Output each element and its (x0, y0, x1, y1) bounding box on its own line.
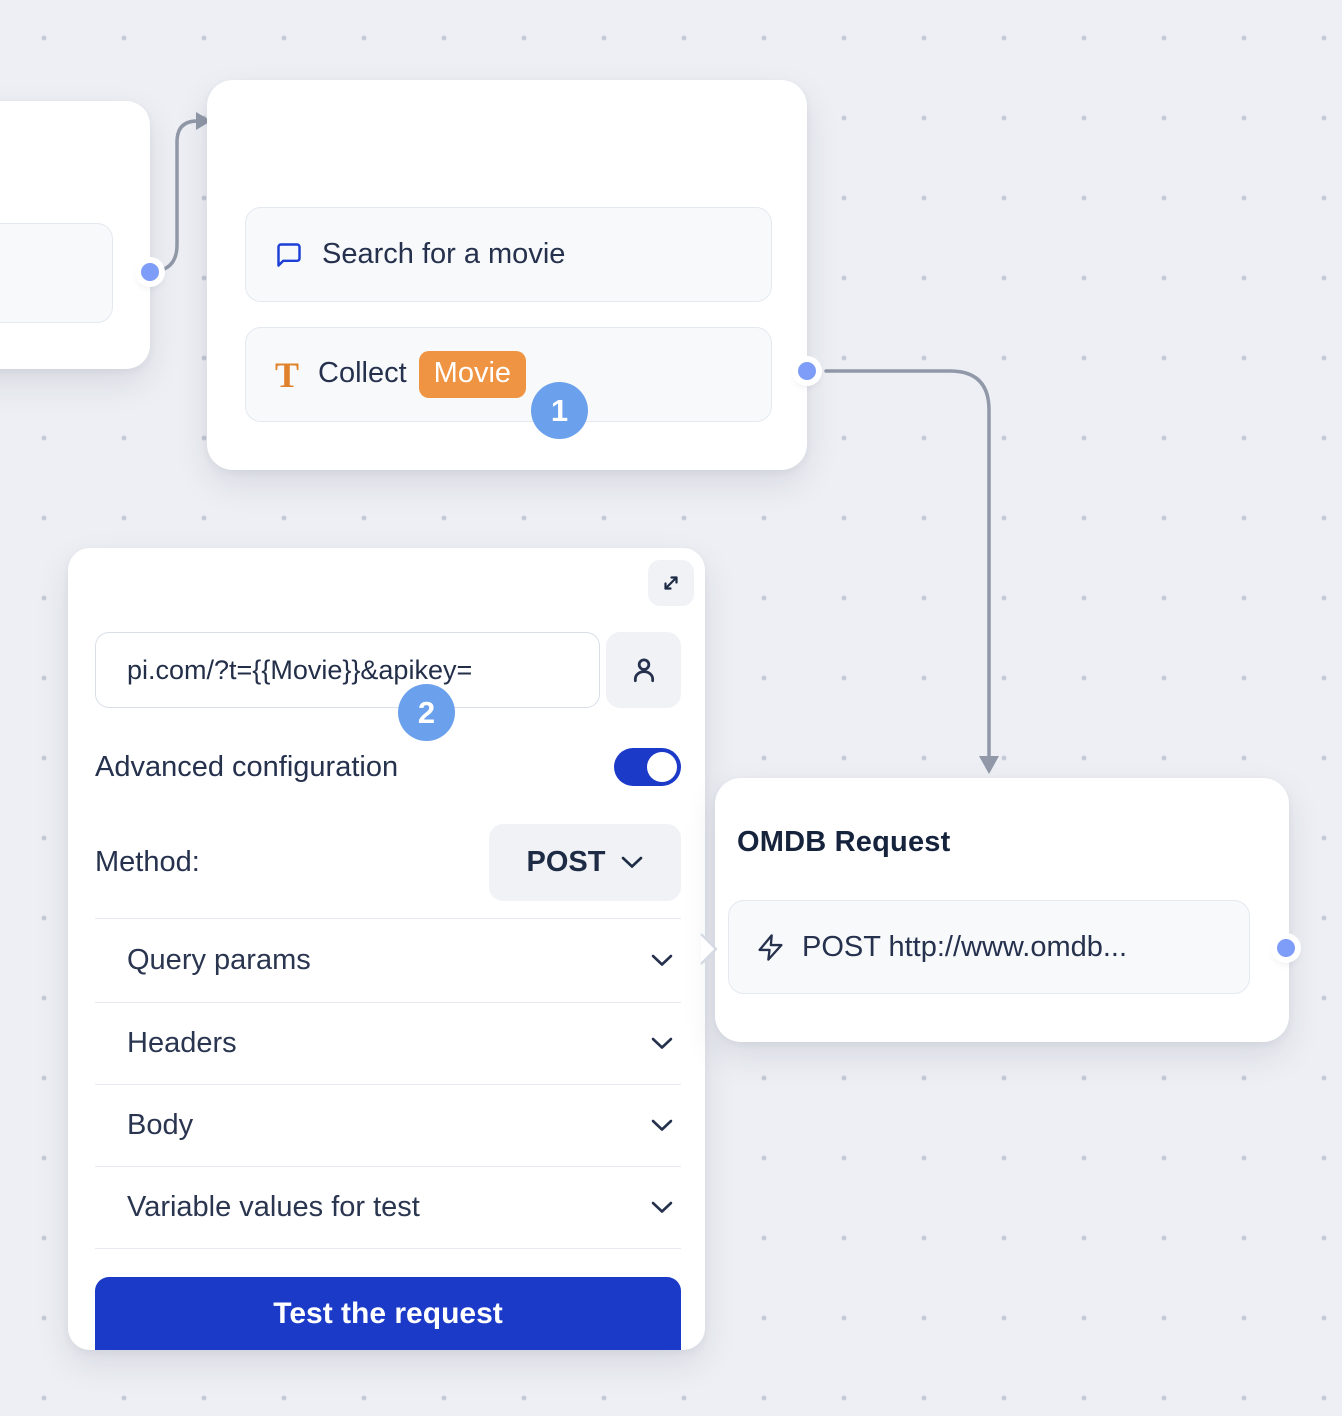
webhook-url-input[interactable] (95, 632, 600, 708)
movie-search-node-card[interactable]: Movie search Search for a movie T Collec… (207, 80, 807, 470)
output-port-movie-search[interactable] (798, 362, 816, 380)
section-headers[interactable]: Headers (95, 1002, 681, 1084)
node-item-label: POST http://www.omdb... (802, 930, 1128, 963)
section-query-params[interactable]: Query params (95, 918, 681, 1002)
lightning-icon (758, 933, 783, 961)
expand-panel-button[interactable] (648, 560, 694, 606)
chevron-down-icon (651, 1037, 673, 1049)
chevron-down-icon (622, 856, 643, 868)
webhook-config-panel[interactable]: Advanced configuration Method: POST Quer… (68, 548, 705, 1350)
advanced-configuration-row: Advanced configuration (95, 747, 681, 787)
chevron-down-icon (651, 1119, 673, 1131)
section-body[interactable]: Body (95, 1084, 681, 1166)
step-badge-2: 2 (398, 684, 455, 741)
divider (95, 1248, 681, 1249)
node-title: OMDB Request (737, 826, 951, 858)
advanced-configuration-toggle[interactable] (614, 748, 681, 786)
insert-variable-button[interactable] (606, 632, 681, 708)
advanced-configuration-label: Advanced configuration (95, 750, 399, 783)
accordion-sections: Query params Headers Body Variable value… (95, 918, 681, 1249)
person-icon (633, 658, 654, 683)
connector-prev-to-movie-search (151, 119, 200, 274)
method-select[interactable]: POST (489, 824, 681, 901)
chat-bubble-icon (277, 242, 301, 267)
node-item-webhook[interactable]: POST http://www.omdb... (728, 900, 1250, 994)
toggle-knob (647, 752, 677, 782)
connector-arrowhead-down (979, 756, 999, 774)
chevron-down-icon (651, 1201, 673, 1213)
variable-badge-movie: Movie (418, 351, 527, 398)
section-variable-values[interactable]: Variable values for test (95, 1166, 681, 1248)
node-item-question[interactable]: Search for a movie (245, 207, 772, 302)
method-label: Method: (95, 846, 200, 878)
connector-movie-search-to-omdb (824, 369, 991, 759)
output-port-omdb[interactable] (1277, 939, 1295, 957)
chevron-down-icon (651, 954, 673, 966)
test-request-button[interactable]: Test the request (95, 1277, 681, 1350)
method-value: POST (526, 846, 606, 878)
text-input-icon: T (275, 354, 300, 395)
expand-diagonal-icon (664, 576, 678, 590)
previous-node-card[interactable] (0, 101, 150, 369)
node-item-label: Search for a movie (322, 238, 566, 270)
omdb-request-node-card[interactable]: OMDB Request POST http://www.omdb... (715, 778, 1289, 1042)
output-port-previous-node[interactable] (141, 263, 159, 281)
method-row: Method: POST (95, 824, 681, 901)
previous-node-item[interactable] (0, 223, 113, 323)
step-badge-1: 1 (531, 382, 588, 439)
